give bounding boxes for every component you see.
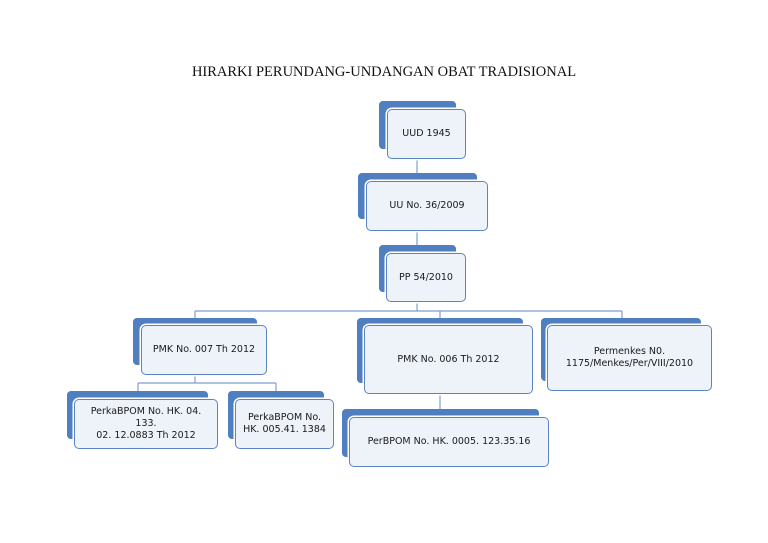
node-perka-bpom-1-label: PerkaBPOM No. HK. 04. 133. 02. 12.0883 T… [90,406,202,441]
node-permenkes-label: Permenkes N0. 1175/Menkes/Per/VIII/2010 [565,346,694,369]
node-pp-54-2010-label: PP 54/2010 [399,271,453,283]
node-pmk-006: PMK No. 006 Th 2012 [357,318,533,394]
diagram-title: HIRARKI PERUNDANG-UNDANGAN OBAT TRADISIO… [191,64,577,80]
node-perbpom: PerBPOM No. HK. 0005. 123.35.16 [342,409,549,467]
node-permenkes: Permenkes N0. 1175/Menkes/Per/VIII/2010 [541,318,712,391]
node-perka-bpom-1: PerkaBPOM No. HK. 04. 133. 02. 12.0883 T… [67,391,218,449]
node-uu-36-2009: UU No. 36/2009 [358,173,488,231]
node-pmk-006-label: PMK No. 006 Th 2012 [397,353,500,365]
node-uud-1945: UUD 1945 [379,101,466,159]
node-uu-36-2009-label: UU No. 36/2009 [389,200,465,212]
node-perka-bpom-2: PerkaBPOM No. HK. 005.41. 1384 [228,391,334,449]
node-pp-54-2010: PP 54/2010 [379,245,466,302]
node-perbpom-label: PerBPOM No. HK. 0005. 123.35.16 [367,436,531,448]
node-pmk-007: PMK No. 007 Th 2012 [133,318,267,375]
node-perka-bpom-2-label: PerkaBPOM No. HK. 005.41. 1384 [243,412,326,435]
node-pmk-007-label: PMK No. 007 Th 2012 [152,344,256,356]
node-uud-1945-label: UUD 1945 [402,128,451,140]
